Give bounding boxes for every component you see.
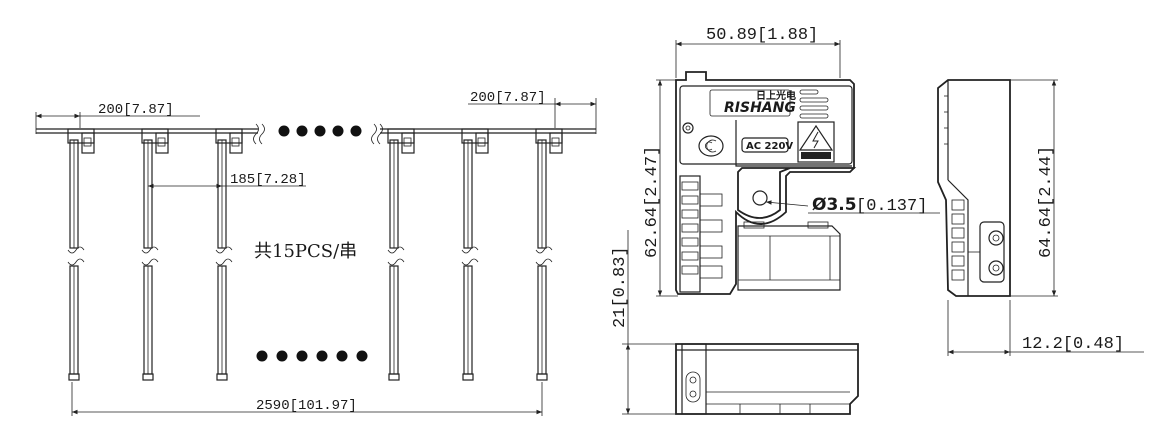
vent-slots [799,89,829,119]
side-height-label: 64.64[2.44] [1037,146,1056,258]
side-grip-ribs [951,199,965,281]
continuation-dots-top [278,125,362,137]
module-front-view: 50.89[1.88] 日上光电 RISHANG AC 220V [611,26,940,415]
dimension-spacing: 185[7.28] [148,172,306,189]
screw-icon [682,122,694,134]
offset-label: 21[0.83] [611,246,630,328]
brand-cn-text: 日上光电 [756,89,796,102]
continuation-dots-bottom [256,350,368,362]
mounting-hole-icon [752,190,768,206]
wire-terminal-icon [968,221,1005,283]
high-voltage-warning-icon [797,121,835,163]
height-label: 62.64[2.47] [643,146,662,258]
dimension-height: 62.64[2.47] [643,79,678,297]
module-column-5 [461,128,489,381]
dimension-side-height: 64.64[2.44] [1010,79,1058,297]
pitch-left-label: 200[7.87] [98,102,174,118]
side-depth-label: 12.2[0.48] [1022,335,1124,354]
dimension-total-length: 2590[101.97] [71,382,543,416]
module-bottom-view [675,343,859,415]
voltage-label: AC 220V [746,141,793,152]
module-column-1 [67,128,95,381]
module-string-view: 200[7.87] 200[7.87] 185[7.28] 共15PCS/串 2… [35,90,597,416]
module-column-4 [387,128,415,381]
brand-logo-text: RISHANG [724,100,796,116]
grip-ribs [679,175,723,293]
total-length-label: 2590[101.97] [256,398,357,414]
clamp-right-section [737,221,841,291]
spacing-label: 185[7.28] [230,172,306,188]
hole-symbol-label: Ø3.5 [812,195,857,215]
module-side-view: 64.64[2.44] 12.2[0.48] [937,79,1144,356]
width-label: 50.89[1.88] [706,26,818,45]
dimension-offset: 21[0.83] [611,230,676,415]
module-column-6 [535,128,563,381]
dimension-width: 50.89[1.88] [675,26,841,78]
dimension-side-depth: 12.2[0.48] [947,300,1144,356]
module-column-2 [141,128,169,381]
pitch-right-label: 200[7.87] [470,90,546,106]
count-note: 共15PCS/串 [254,241,357,262]
dimension-pitch-left: 200[7.87] [35,102,200,134]
hole-value-label: [0.137] [856,197,927,216]
dimension-pitch-right: 200[7.87] [468,90,597,134]
ccc-mark-icon [698,135,724,157]
module-column-3 [215,128,243,381]
